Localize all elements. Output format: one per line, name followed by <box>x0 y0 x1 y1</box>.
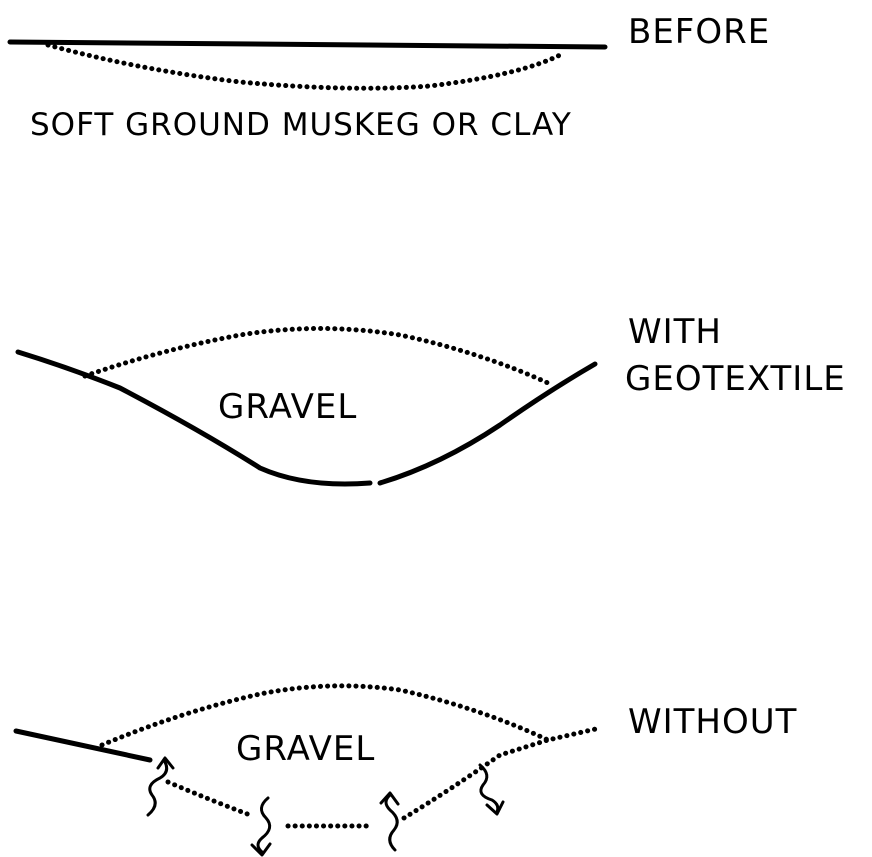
gravel-label-with: GRAVEL <box>218 387 357 427</box>
gravel-bottom-dotted-left <box>165 779 253 818</box>
geotextile-basin-line-left <box>15 349 373 487</box>
geotextile-basin-line-right <box>377 361 598 486</box>
arrow-down-right-icon <box>478 763 505 816</box>
ground-surface-line <box>7 39 608 50</box>
arrow-up-left-icon <box>146 756 175 817</box>
without-label: WITHOUT <box>628 702 797 742</box>
panel-with-geotextile: GRAVEL WITH GEOTEXTILE <box>15 312 846 487</box>
arrow-up-right-icon <box>379 791 400 852</box>
panel-before: BEFORE SOFT GROUND MUSKEG OR CLAY <box>7 12 770 143</box>
panel-without: GRAVEL WITHOUT <box>13 683 797 857</box>
with-label-line2: GEOTEXTILE <box>625 359 846 399</box>
gravel-label-without: GRAVEL <box>236 729 375 769</box>
gravel-top-dotted-curve-without <box>99 683 603 748</box>
ground-line-left <box>13 728 153 763</box>
soft-ground-label: SOFT GROUND MUSKEG OR CLAY <box>30 107 572 143</box>
with-label-line1: WITH <box>628 312 722 352</box>
gravel-top-dotted-curve <box>82 326 551 386</box>
before-label: BEFORE <box>628 12 770 52</box>
gravel-bottom-dotted-right <box>401 737 551 821</box>
soft-ground-dotted-curve <box>45 42 563 91</box>
arrow-down-left-icon <box>250 796 272 857</box>
